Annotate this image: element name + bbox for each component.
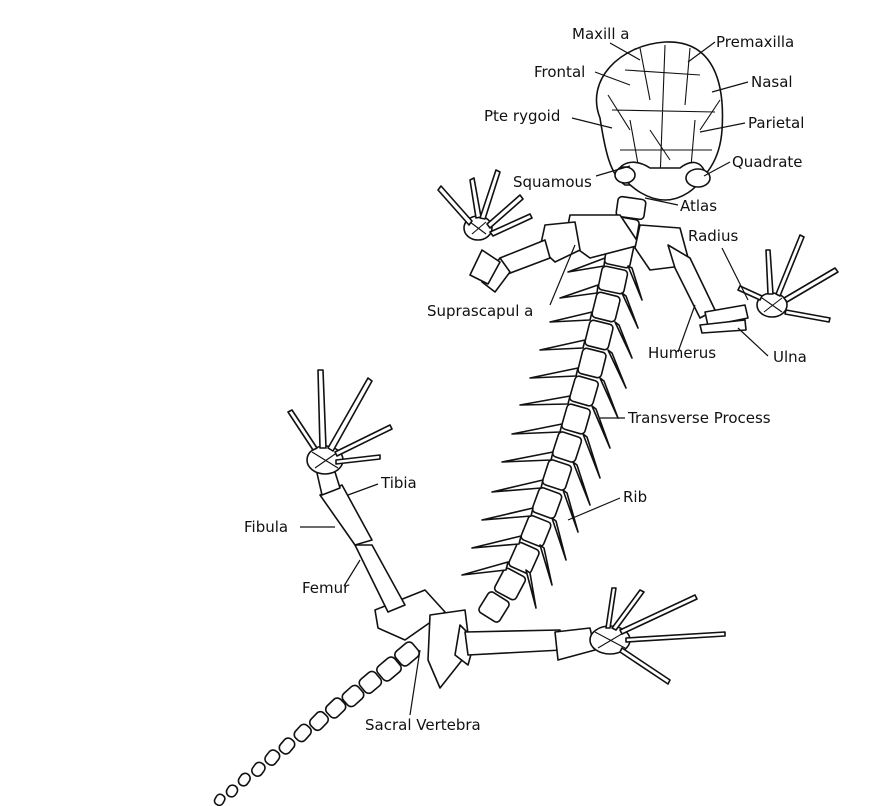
label-premaxilla: Premaxilla bbox=[716, 33, 794, 51]
label-parietal: Parietal bbox=[748, 114, 804, 132]
label-suprascapula: Suprascapul a bbox=[427, 302, 533, 320]
skull bbox=[596, 42, 722, 200]
label-tibia: Tibia bbox=[380, 474, 417, 492]
label-sacral-vertebra: Sacral Vertebra bbox=[365, 716, 481, 734]
label-humerus: Humerus bbox=[648, 344, 716, 362]
label-rib: Rib bbox=[623, 488, 647, 506]
label-quadrate: Quadrate bbox=[732, 153, 803, 171]
label-femur: Femur bbox=[302, 579, 350, 597]
label-pterygoid: Pte rygoid bbox=[484, 107, 560, 125]
label-maxilla: Maxill a bbox=[572, 25, 629, 43]
label-squamous: Squamous bbox=[513, 173, 592, 191]
label-nasal: Nasal bbox=[751, 73, 793, 91]
label-radius: Radius bbox=[688, 227, 738, 245]
label-transverse-process: Transverse Process bbox=[627, 409, 771, 427]
right-forelimb bbox=[668, 235, 838, 333]
label-frontal: Frontal bbox=[534, 63, 585, 81]
label-fibula: Fibula bbox=[244, 518, 288, 536]
label-ulna: Ulna bbox=[773, 348, 807, 366]
label-atlas: Atlas bbox=[680, 197, 717, 215]
vertebral-column bbox=[213, 196, 646, 806]
